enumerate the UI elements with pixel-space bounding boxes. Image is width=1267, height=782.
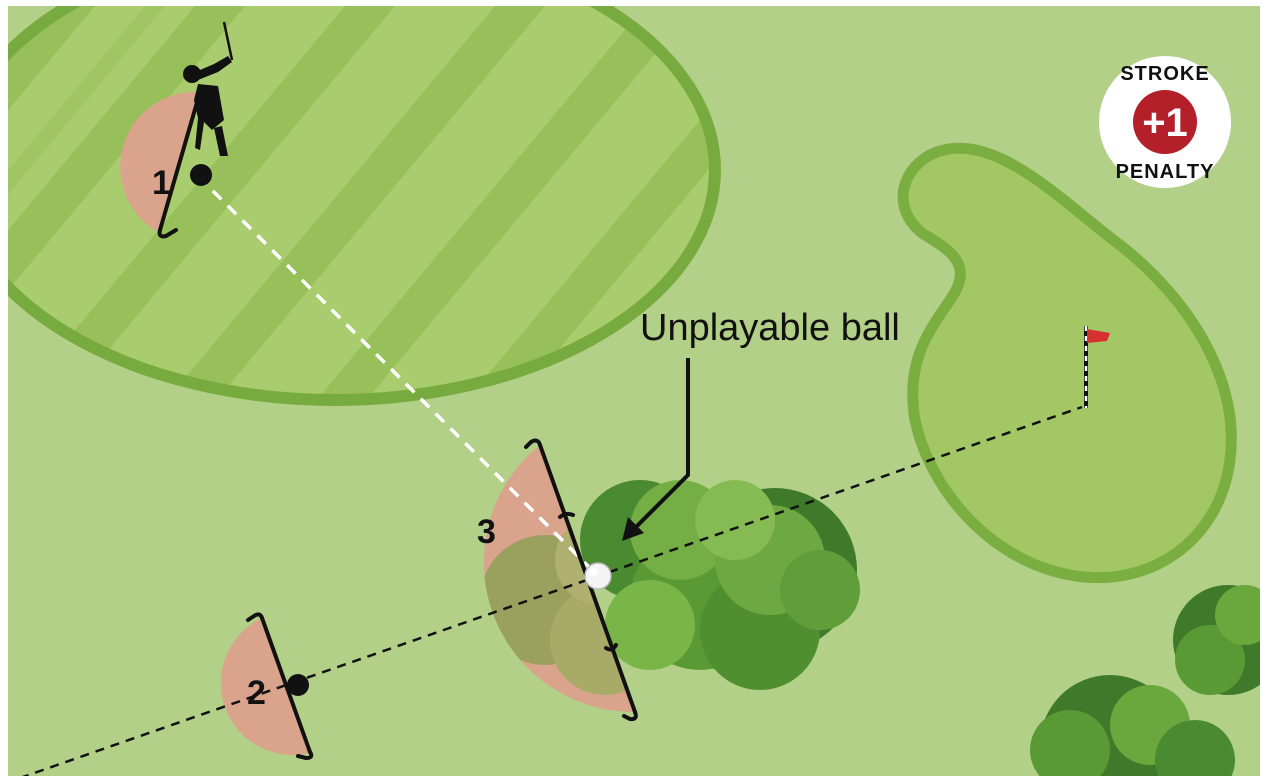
tree-top-right <box>1173 585 1260 695</box>
option-3-label: 3 <box>477 513 496 551</box>
badge-penalty-text: PENALTY <box>1116 161 1215 183</box>
relief-area-2 <box>220 618 310 756</box>
option-2-label: 2 <box>247 674 266 712</box>
line-of-play <box>196 174 600 578</box>
badge-stroke-text: STROKE <box>1120 63 1209 85</box>
penalty-badge: +1 STROKE PENALTY <box>1099 56 1231 188</box>
badge-value: +1 <box>1142 101 1188 145</box>
club-lengths-1 <box>157 90 202 239</box>
ball-option-2-position <box>287 674 309 696</box>
option-1-label: 1 <box>152 164 171 202</box>
tree-bottom-right <box>1030 675 1235 776</box>
relief-area-1 <box>120 91 200 232</box>
putting-green <box>897 142 1237 584</box>
callout-arrow <box>622 358 690 541</box>
golfer-silhouette-icon <box>183 21 234 156</box>
unplayable-ball-icon <box>584 562 612 590</box>
fairway <box>8 6 721 406</box>
pin-flag <box>1084 326 1110 408</box>
club-lengths-2 <box>246 612 314 761</box>
back-on-line-reference <box>21 405 1083 776</box>
callout-unplayable-ball: Unplayable ball <box>640 307 900 349</box>
ball-original-position <box>190 164 212 186</box>
